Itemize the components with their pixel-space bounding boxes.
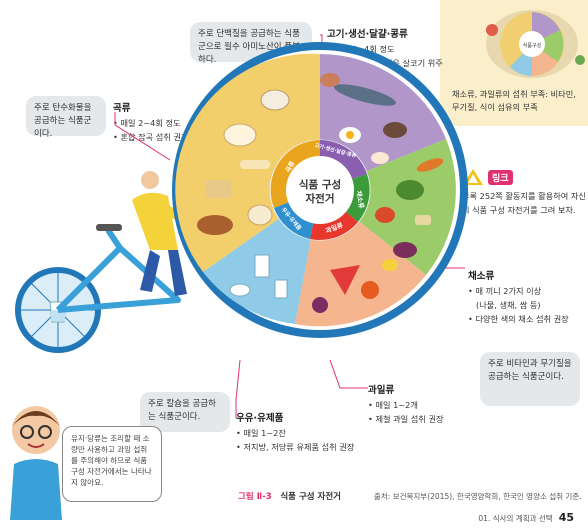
- category-item: • 매 끼니 2가지 이상: [468, 286, 542, 296]
- vegetable-bubble: 주로 비타민과 무기질을 공급하는 식품군이다.: [480, 352, 580, 406]
- category-title: 고기·생선·달걀·콩류: [327, 29, 408, 40]
- category-title: 과일류: [368, 385, 395, 396]
- figure-source: 출처: 보건복지부(2015), 한국영양학회, 한국인 영양소 섭취 기준.: [374, 492, 582, 501]
- inset-caption: 채소류, 과일류의 섭취 부족: 비타민, 무기질, 식이 섬유의 부족: [452, 89, 576, 112]
- figure-number: 그림 Ⅱ-3: [238, 492, 272, 502]
- category-vegetable: 채소류 • 매 끼니 2가지 이상 (나물, 생채, 쌈 등) • 다양한 색의…: [468, 268, 586, 326]
- link-section: 링크 부록 252쪽 활동지를 활용하여 자신의 식품 구성 자전거를 그려 보…: [462, 168, 586, 217]
- grain-foods: [197, 89, 290, 235]
- category-item: • 다양한 색의 채소 섭취 권장: [468, 314, 569, 324]
- wheel-segment-vegetable: [320, 139, 456, 275]
- category-item: • 매일 1~2잔: [236, 428, 286, 438]
- wheel-hub-title-2: 자전거: [306, 192, 335, 205]
- link-title: 링크: [488, 169, 513, 185]
- figure-caption: 그림 Ⅱ-3 식품 구성 자전거: [238, 490, 341, 502]
- student-character: [10, 406, 62, 520]
- category-title: 채소류: [468, 271, 495, 282]
- category-title: 곡류: [113, 103, 131, 114]
- category-fruit: 과일류 • 매일 1~2개 • 제철 과일 섭취 권장: [368, 382, 478, 426]
- category-item: • 매일 1~2개: [368, 400, 418, 410]
- wheel-label-vegetable: 채소류: [354, 190, 366, 209]
- page-footer: 01. 식사의 계획과 선택 45: [478, 511, 574, 524]
- inset-panel: 식품구성 채소류, 과일류의 섭취 부족: 비타민, 무기질, 식이 섬유의 부…: [440, 0, 588, 126]
- protein-foods: [320, 73, 407, 164]
- figure-title: 식품 구성 자전거: [280, 492, 342, 502]
- vegetable-foods: [375, 158, 444, 258]
- milk-bubble: 주로 칼슘을 공급하는 식품군이다.: [140, 392, 230, 432]
- category-milk: 우유·유제품 • 매일 1~2잔 • 저지방, 저당류 유제품 섭취 권장: [236, 410, 396, 454]
- food-wheel: 식품 구성 자전거 곡류 고기·생선·달걀·콩류 채소류 과일류 우유·유제품: [172, 42, 468, 338]
- category-item: • 제철 과일 섭취 권장: [368, 414, 444, 424]
- inset-plate-label: 식품구성: [523, 42, 541, 49]
- student-speech-bubble: 유지·당류는 조리할 때 소량만 사용하고 과잉 섭취를 주의해야 하므로 식품…: [62, 426, 162, 502]
- link-text: 부록 252쪽 활동지를 활용하여 자신의 식품 구성 자전거를 그려 보자.: [462, 191, 586, 215]
- grain-bubble: 주로 탄수화물을 공급하는 식품군이다.: [26, 96, 106, 139]
- inset-plate-illustration: 식품구성: [486, 10, 585, 78]
- category-item: • 저지방, 저당류 유제품 섭취 권장: [236, 442, 355, 452]
- category-item: (나물, 생채, 쌈 등): [476, 300, 541, 310]
- fruit-foods: [312, 259, 398, 313]
- link-triangle-icon: [463, 169, 483, 185]
- page-number: 45: [558, 511, 574, 524]
- footer-section: 01. 식사의 계획과 선택: [478, 514, 553, 523]
- wheel-hub-title-1: 식품 구성: [299, 178, 341, 191]
- category-title: 우유·유제품: [236, 413, 284, 424]
- milk-foods: [229, 254, 288, 299]
